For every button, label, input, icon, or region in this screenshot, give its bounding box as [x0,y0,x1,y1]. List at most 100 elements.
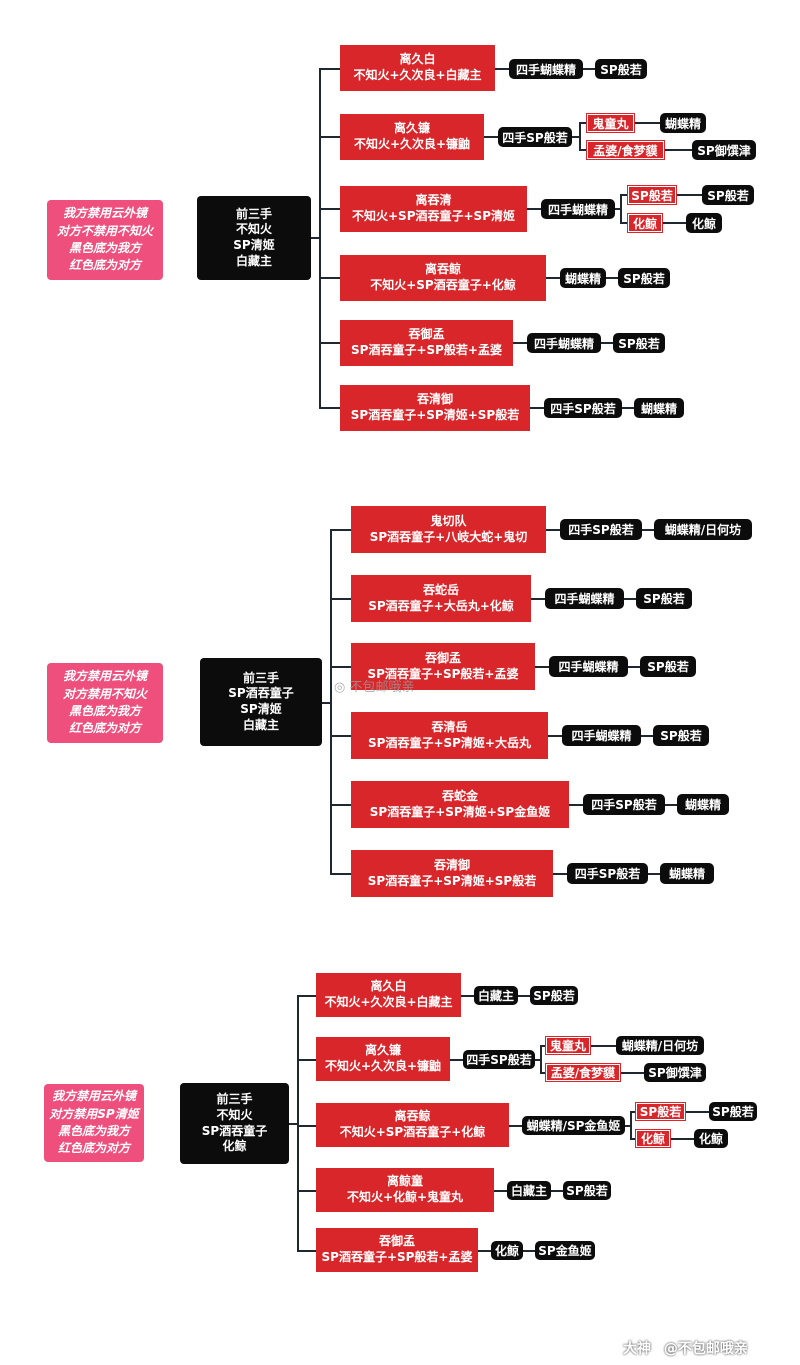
lineup-name: 离吞鲸 [424,262,461,277]
lineup-members: 不知火+久次良+镰鼬 [353,137,471,151]
connector [606,277,618,279]
counter-pick: SP般若 [640,656,696,677]
connector [579,149,586,151]
lineup-members: SP酒吞童子+SP般若+孟婆 [367,666,519,681]
note-line: 我方禁用云外镜 [62,669,147,684]
connector [624,598,636,600]
counter-pick: 四手SP般若 [567,863,648,884]
connector [495,68,509,70]
lineup-name: 离吞清 [415,193,452,208]
connector [569,804,583,806]
connector [630,1111,636,1113]
counter-pick: 蝴蝶精 [677,794,729,815]
connector [297,1125,316,1127]
connector [319,277,340,279]
connector [330,529,332,875]
note-line: 对方禁用SP清姬 [49,1106,139,1121]
counter-pick: 四手蝴蝶精 [545,588,624,609]
enemy-lineup-node: 吞御孟 SP酒吞童子+SP般若+孟婆 [351,643,535,690]
lineup-members: SP酒吞童子+SP清姬+SP金鱼姬 [369,804,551,819]
counter-pick: 四手SP般若 [560,519,642,540]
connector [494,1190,507,1192]
connector [484,136,498,138]
connector [553,873,567,875]
core-lineup: 前三手 SP酒吞童子 SP清姬 白藏主 [200,658,322,746]
note-line: 黑色底为我方 [68,704,141,718]
enemy-lineup-node: 离久镰 不知火+久次良+镰鼬 [316,1037,450,1081]
connector [548,735,562,737]
connector [670,1138,694,1140]
lineup-members: 不知火+SP酒吞童子+化鲸 [339,1125,486,1139]
connector [311,237,320,239]
enemy-pick: 孟婆/食梦貘 [586,140,665,160]
connector [297,1059,316,1061]
connector [289,1123,298,1125]
counter-pick: 蝴蝶精/日何坊 [616,1036,704,1055]
core-lineup: 前三手 不知火 SP酒吞童子 化鲸 [180,1083,289,1164]
connector [319,68,340,70]
legend-note: 我方禁用云外镜 对方禁用SP清姬 黑色底为我方 红色底为对方 [44,1084,144,1162]
core-line: 前三手 [242,670,279,685]
connector [319,208,340,210]
connector [620,194,622,223]
lineup-members: 不知火+SP酒吞童子+SP清姬 [352,209,515,223]
counter-pick: SP御馔津 [692,140,756,160]
connector [620,222,627,224]
connector [664,149,692,151]
watermark-text: 不包邮哦亲 [349,680,415,695]
core-line: SP清姬 [240,702,282,716]
enemy-pick: 孟婆/食梦貘 [545,1063,621,1082]
connector [461,995,474,997]
lineup-name: 吞蛇金 [441,788,478,803]
core-line: 不知火 [216,1107,253,1122]
enemy-lineup-node: 吞御孟 SP酒吞童子+SP般若+孟婆 [340,320,513,366]
connector [450,1059,463,1061]
counter-pick: 蝴蝶精 [660,113,706,133]
connector [625,1125,631,1127]
note-line: 红色底为对方 [57,1141,130,1156]
legend-note: 我方禁用云外镜 对方禁用不知火 黑色底为我方 红色底为对方 [47,663,163,743]
note-line: 黑色底为我方 [68,241,141,255]
note-line: 对方禁用不知火 [62,686,147,701]
connector [676,194,702,196]
lineup-name: 离久镰 [393,121,430,136]
enemy-pick: 鬼童丸 [586,113,635,133]
connector [665,804,677,806]
connector [319,342,340,344]
connector [322,702,331,704]
connector [535,1059,541,1061]
enemy-pick: SP般若 [627,185,677,205]
core-line: 不知火 [235,222,272,237]
lineup-members: SP酒吞童子+大岳丸+化鲸 [368,598,514,613]
enemy-lineup-node: 离久白 不知火+久次良+白藏主 [340,45,495,91]
core-line: 前三手 [235,206,272,221]
core-line: 白藏主 [235,253,272,268]
counter-pick: SP般若 [636,588,692,609]
enemy-pick: SP般若 [635,1102,686,1121]
counter-pick: SP般若 [595,59,647,79]
lineup-members: 不知火+化鲸+鬼童丸 [346,1190,464,1204]
enemy-pick: 化鲸 [627,213,663,233]
counter-pick: 蝴蝶精 [560,268,606,288]
lineup-members: 不知火+久次良+白藏主 [353,68,482,82]
connector [330,804,351,806]
watermark-site: 大神 [623,1341,651,1357]
lineup-name: 离久白 [399,52,436,67]
enemy-lineup-node: 吞清御 SP酒吞童子+SP清姬+SP般若 [351,850,553,897]
counter-pick: 四手蝴蝶精 [541,199,615,219]
lineup-name: 离鲸童 [386,1174,423,1189]
connector [540,1045,546,1047]
counter-pick: 蝴蝶精 [634,398,684,418]
connector [634,122,660,124]
note-line: 对方不禁用不知火 [56,223,153,238]
counter-pick: SP般若 [653,725,709,746]
counter-pick: 蝴蝶精 [660,863,714,884]
connector [628,666,640,668]
lineup-members: 不知火+久次良+白藏主 [324,995,453,1009]
weibo-icon: ◎ [334,680,346,695]
note-line: 我方禁用云外镜 [51,1089,136,1104]
lineup-name: 离久镰 [364,1043,401,1058]
lineup-members: SP酒吞童子+SP清姬+SP般若 [367,873,537,888]
connector [523,1250,535,1252]
counter-pick: 四手蝴蝶精 [549,656,628,677]
